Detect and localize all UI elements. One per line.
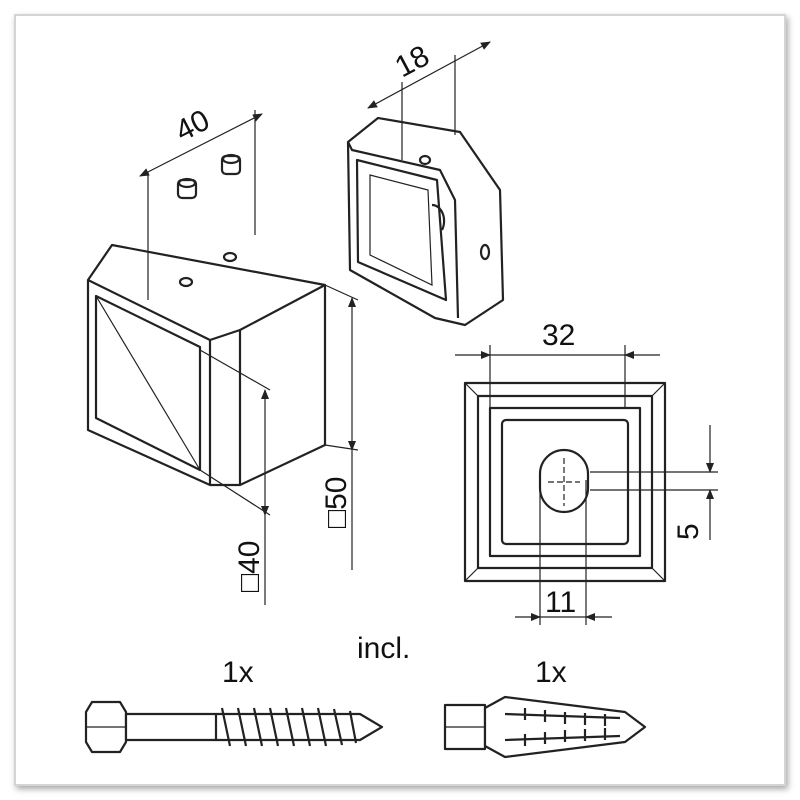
dimension-base-plate-width: 32 xyxy=(455,319,660,408)
base-plate xyxy=(463,381,667,583)
plug-quantity: 1x xyxy=(535,656,567,689)
dimension-outer-square: □50 xyxy=(320,284,359,570)
dimension-slot-length: 11 xyxy=(515,480,612,625)
set-screws xyxy=(176,153,242,200)
dimension-label-50: □50 xyxy=(320,477,353,529)
wall-plug xyxy=(443,695,647,759)
dimension-label-5: 5 xyxy=(672,523,705,540)
screw-quantity: 1x xyxy=(222,656,254,689)
included-label: incl. xyxy=(357,632,410,665)
lag-screw xyxy=(84,700,384,754)
dimension-slot-height: 5 xyxy=(590,425,718,540)
dimension-label-11: 11 xyxy=(545,586,576,619)
dimension-label-18: 18 xyxy=(390,39,435,84)
dimension-label-32: 32 xyxy=(542,319,575,352)
dimension-inner-square: □40 xyxy=(199,349,271,605)
large-post-cap xyxy=(86,243,327,487)
dimension-label-40-side: □40 xyxy=(233,541,266,593)
small-end-cap xyxy=(346,116,505,327)
